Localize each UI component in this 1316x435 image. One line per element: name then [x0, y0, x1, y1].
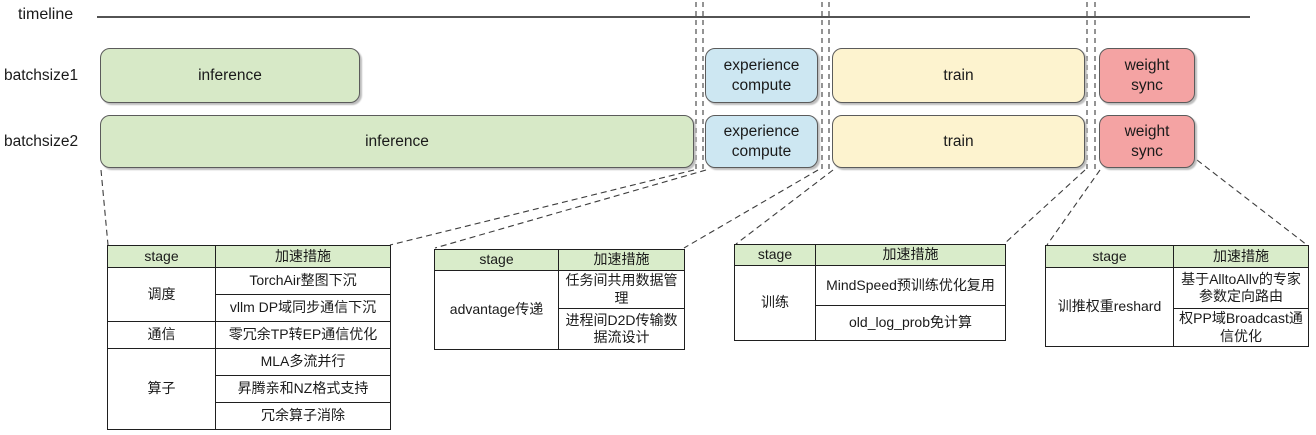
measure-cell: 权PP域Broadcast通信优化: [1173, 308, 1309, 347]
table-train-measures: stage 加速措施 训练 MindSpeed预训练优化复用 old_log_p…: [734, 244, 1006, 341]
segment-experience-compute-batchsize2: experience compute: [705, 115, 818, 168]
segment-label: inference: [365, 132, 429, 150]
row-label-batchsize1: batchsize1: [4, 66, 79, 84]
segment-label: experience compute: [723, 123, 800, 160]
measure-cell: 任务间共用数据管理: [558, 270, 685, 309]
row-label-batchsize2: batchsize2: [4, 132, 79, 150]
measure-cell: MindSpeed预训练优化复用: [815, 265, 1006, 306]
table-header-measures: 加速措施: [815, 244, 1006, 266]
stage-cell: 算子: [107, 348, 216, 430]
measure-cell: 零冗余TP转EP通信优化: [215, 321, 391, 349]
segment-label: weight sync: [1124, 57, 1170, 94]
table-advantage-measures: stage 加速措施 advantage传递 任务间共用数据管理 进程间D2D传…: [434, 249, 685, 350]
segment-weight-sync-batchsize1: weight sync: [1099, 48, 1195, 103]
table-weight-reshard-measures: stage 加速措施 训推权重reshard 基于AlltoAllv的专家参数定…: [1045, 245, 1309, 347]
table-header-stage: stage: [1045, 245, 1174, 268]
measure-cell: 昇腾亲和NZ格式支持: [215, 375, 391, 403]
measure-cell: vllm DP域同步通信下沉: [215, 294, 391, 322]
measure-cell: 基于AlltoAllv的专家参数定向路由: [1173, 267, 1309, 309]
table-header-measures: 加速措施: [558, 249, 685, 271]
stage-cell: 训推权重reshard: [1045, 267, 1174, 347]
segment-label: experience compute: [723, 57, 800, 94]
table-inference-measures: stage 加速措施 调度 TorchAir整图下沉 vllm DP域同步通信下…: [107, 245, 391, 430]
segment-label: weight sync: [1124, 123, 1170, 160]
stage-cell: advantage传递: [434, 270, 559, 350]
segment-inference-batchsize1: inference: [100, 48, 360, 103]
segment-label: train: [943, 66, 974, 84]
segment-train-batchsize1: train: [832, 48, 1085, 103]
segment-label: train: [943, 132, 974, 150]
timeline-label: timeline: [18, 6, 74, 23]
table-header-stage: stage: [107, 245, 216, 268]
segment-label: inference: [198, 66, 262, 84]
segment-experience-compute-batchsize1: experience compute: [705, 48, 818, 103]
segment-weight-sync-batchsize2: weight sync: [1099, 115, 1195, 168]
stage-cell: 通信: [107, 321, 216, 349]
table-connector-lines: [100, 159, 1308, 249]
table-header-measures: 加速措施: [215, 245, 391, 268]
segment-inference-batchsize2: inference: [100, 115, 694, 168]
table-header-stage: stage: [734, 244, 816, 266]
stage-cell: 调度: [107, 267, 216, 322]
measure-cell: 冗余算子消除: [215, 402, 391, 430]
table-header-stage: stage: [434, 249, 559, 271]
measure-cell: old_log_prob免计算: [815, 305, 1006, 341]
stage-cell: 训练: [734, 265, 816, 341]
measure-cell: TorchAir整图下沉: [215, 267, 391, 295]
measure-cell: 进程间D2D传输数据流设计: [558, 308, 685, 350]
segment-train-batchsize2: train: [832, 115, 1085, 168]
measure-cell: MLA多流并行: [215, 348, 391, 376]
table-header-measures: 加速措施: [1173, 245, 1309, 268]
